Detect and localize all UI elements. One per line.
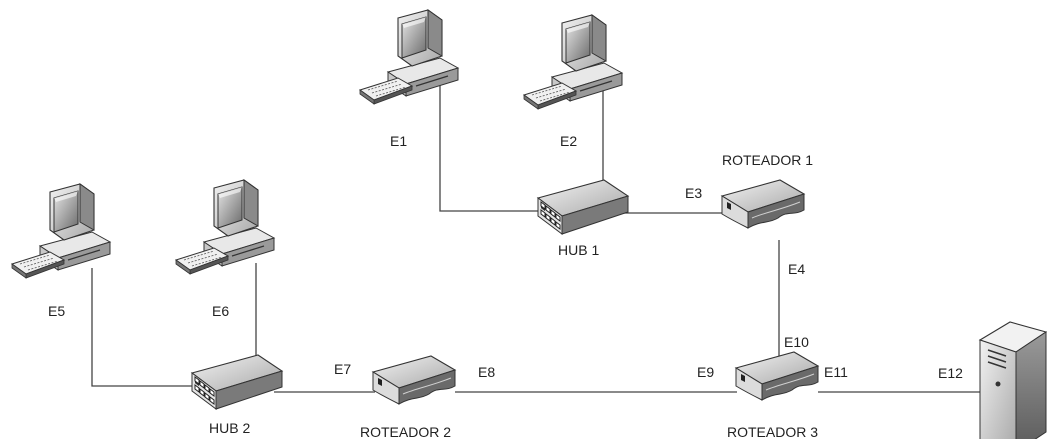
- interface-label-e11: E11: [824, 364, 848, 380]
- interface-label-e10: E10: [784, 334, 809, 350]
- interface-labels: E3 E4 E7 E8 E9 E10 E11: [334, 185, 848, 380]
- hub-icon: [191, 354, 283, 410]
- label-e12: E12: [938, 365, 963, 381]
- desktop-computer-icon: [523, 14, 623, 110]
- interface-label-e8: E8: [478, 364, 495, 380]
- desktop-computer-icon: [359, 9, 459, 105]
- hub-1[interactable]: HUB 1: [537, 179, 629, 258]
- router-icon: [735, 351, 819, 401]
- label-hub1: HUB 1: [558, 242, 599, 258]
- computer-e2[interactable]: E2: [523, 14, 623, 149]
- label-roteador1: ROTEADOR 1: [722, 152, 813, 168]
- label-hub2: HUB 2: [209, 420, 250, 436]
- label-e5: E5: [48, 303, 65, 319]
- desktop-computer-icon: [175, 179, 275, 275]
- computer-e5[interactable]: E5: [11, 183, 111, 319]
- interface-label-e7: E7: [334, 361, 351, 377]
- connections: [91, 85, 980, 393]
- link-e5-hub2: [91, 268, 195, 387]
- interface-label-e3: E3: [685, 185, 702, 201]
- server-icon: [979, 321, 1047, 439]
- computer-e6[interactable]: E6: [175, 179, 275, 319]
- desktop-computer-icon: [11, 183, 111, 279]
- label-e1: E1: [390, 133, 407, 149]
- hub-2[interactable]: HUB 2: [191, 354, 283, 436]
- label-roteador2: ROTEADOR 2: [360, 424, 451, 439]
- server-e12[interactable]: E12: [938, 321, 1047, 439]
- label-roteador3: ROTEADOR 3: [727, 424, 818, 439]
- link-e1-hub1: [439, 85, 545, 212]
- interface-label-e9: E9: [697, 364, 714, 380]
- interface-label-e4: E4: [788, 261, 805, 277]
- label-e2: E2: [560, 133, 577, 149]
- computer-e1[interactable]: E1: [359, 9, 459, 149]
- roteador-3[interactable]: ROTEADOR 3: [727, 351, 819, 439]
- hub-icon: [537, 179, 629, 235]
- router-icon: [721, 179, 805, 229]
- roteador-2[interactable]: ROTEADOR 2: [360, 355, 456, 439]
- label-e6: E6: [212, 303, 229, 319]
- router-icon: [372, 355, 456, 405]
- roteador-1[interactable]: ROTEADOR 1: [721, 152, 813, 229]
